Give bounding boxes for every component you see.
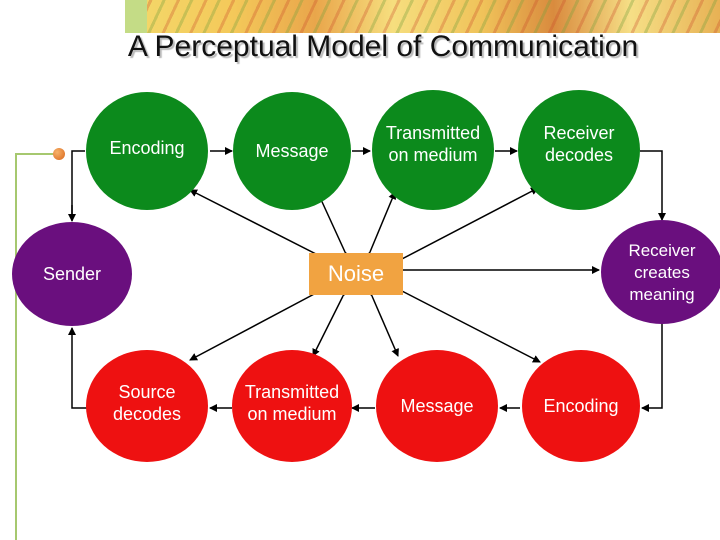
arrow-encoding-to-sender (71, 150, 85, 218)
header-accent-block (125, 0, 147, 33)
node-source-decodes: Source decodes (86, 350, 208, 462)
bullet-dot-icon (53, 148, 65, 160)
noise-link-bottom-source (189, 285, 327, 361)
node-noise: Noise (309, 253, 403, 295)
arrow-receiver-to-meaning (640, 150, 666, 221)
node-message-bottom: Message (376, 350, 498, 462)
node-transmitted-top: Transmitted on medium (372, 90, 494, 210)
noise-link-top-message (317, 192, 352, 261)
node-transmitted-bottom: Transmitted on medium (232, 350, 352, 462)
decor-horizontal-line (15, 153, 55, 155)
noise-link-bottom-encoding (391, 283, 541, 363)
header-image-strip (125, 0, 720, 33)
node-receiver-decodes: Receiver decodes (518, 90, 640, 210)
noise-link-top-transmitted (363, 191, 396, 260)
node-encoding-top: Encoding (86, 92, 208, 210)
decor-vertical-line (15, 153, 17, 540)
noise-link-top-encoding (189, 189, 327, 262)
node-encoding-bottom: Encoding (522, 350, 640, 462)
slide-title: A Perceptual Model of Communication (127, 30, 639, 63)
node-message-top: Message (233, 92, 351, 210)
noise-link-bottom-transmitted (312, 287, 350, 357)
noise-link-bottom-message (365, 287, 399, 357)
arrow-meaning-to-encoding (641, 322, 663, 412)
node-receiver-meaning: Receiver creates meaning (601, 220, 720, 324)
node-sender: Sender (12, 222, 132, 326)
noise-link-top-receiver (391, 187, 539, 267)
